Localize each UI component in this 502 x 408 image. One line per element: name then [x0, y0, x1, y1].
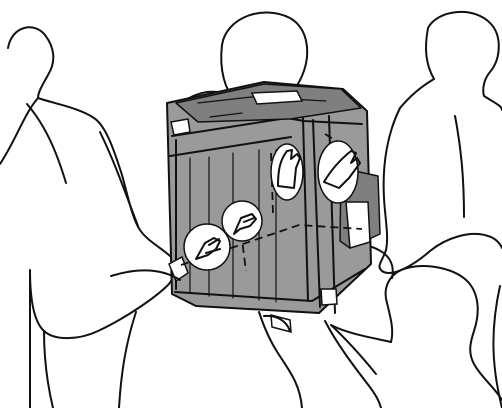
right-person [379, 12, 502, 408]
highlight-circle-right [318, 141, 358, 203]
highlight-circle-center [222, 201, 262, 241]
highlight-circle-left [184, 224, 230, 270]
left-person [0, 27, 175, 408]
